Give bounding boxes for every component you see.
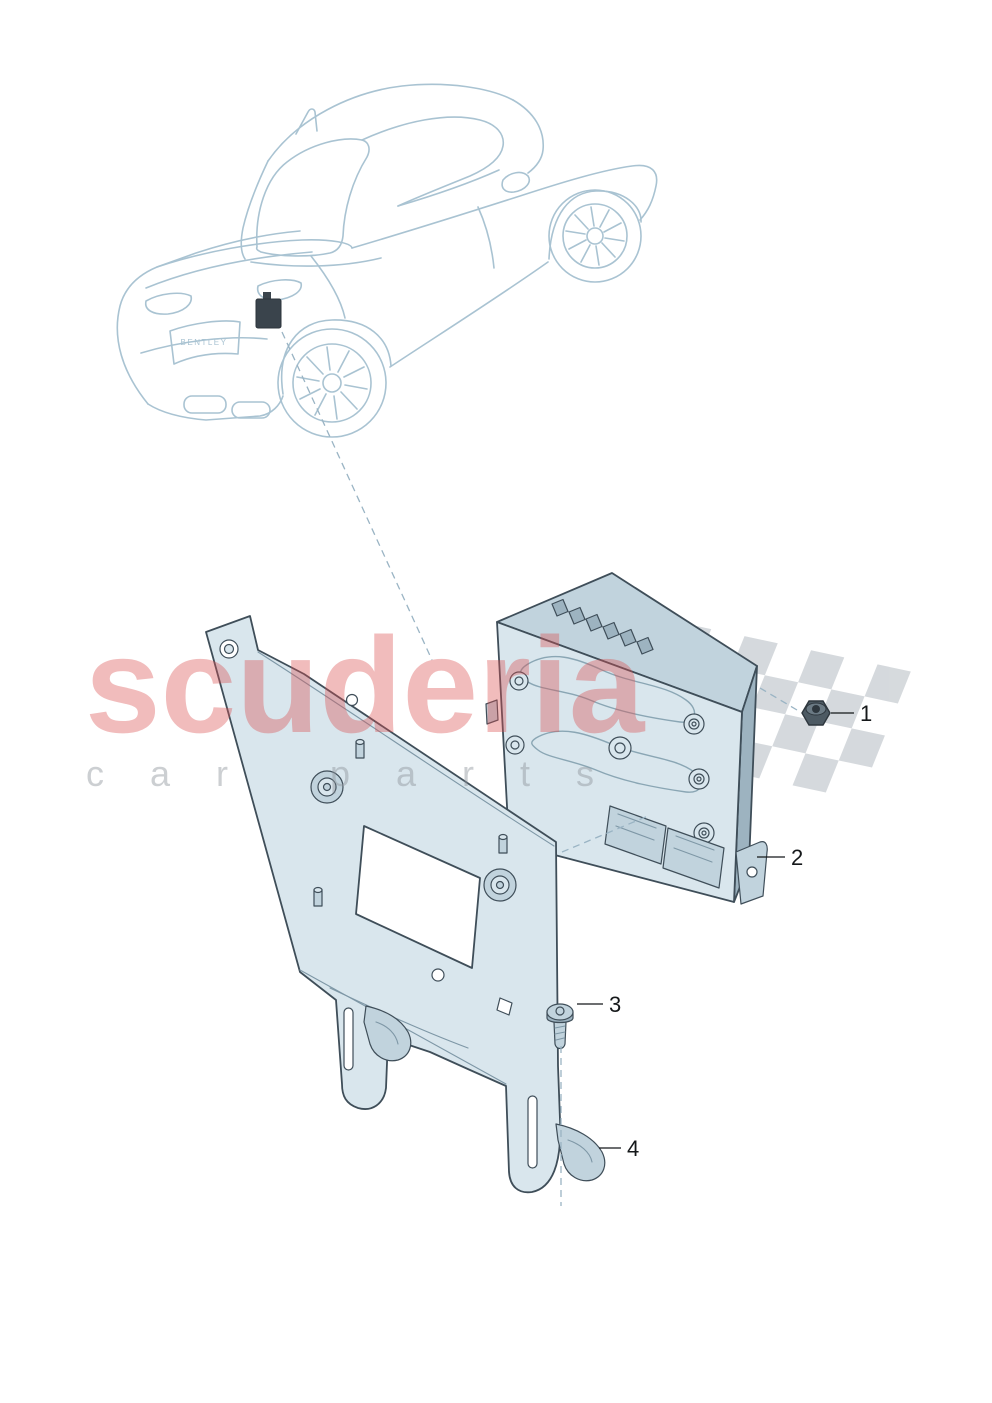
callout-label-1: 1 xyxy=(860,701,872,726)
bracket-center-cutout xyxy=(355,825,481,969)
module-connector-fins xyxy=(551,598,654,655)
bracket-right-hook xyxy=(555,1123,606,1182)
watermark-subtitle: car parts xyxy=(86,753,640,794)
control-module-part xyxy=(485,572,768,905)
bracket-boss-lower xyxy=(483,868,517,902)
callout-label-3: 3 xyxy=(609,992,621,1017)
component-location-marker xyxy=(255,292,282,329)
bracket-left-slot xyxy=(343,1007,354,1071)
callout-2: 2 xyxy=(757,845,803,870)
bracket-studs xyxy=(313,738,508,907)
watermark-text: scuderia car parts xyxy=(85,609,646,794)
front-wheel xyxy=(548,189,642,283)
leader-lines-dashed xyxy=(281,331,798,1206)
hex-nut-part xyxy=(801,700,831,726)
rear-wheel xyxy=(277,328,387,438)
car-illustration: BENTLEY xyxy=(116,83,658,438)
car-body xyxy=(116,83,658,421)
callout-label-2: 2 xyxy=(791,845,803,870)
bracket-right-slot xyxy=(527,1095,538,1169)
bracket-boss-upper xyxy=(310,770,344,804)
screw-part xyxy=(546,1003,574,1050)
callout-label-4: 4 xyxy=(627,1136,639,1161)
mounting-bracket-part xyxy=(205,615,606,1194)
callout-3: 3 xyxy=(577,992,621,1017)
leader-car-to-parts xyxy=(281,331,433,661)
bracket-left-hook xyxy=(363,1005,412,1062)
vehicle-badge-text: BENTLEY xyxy=(181,338,228,347)
module-screw-bosses xyxy=(505,671,715,844)
callout-1: 1 xyxy=(831,701,872,726)
leader-bracket-to-module xyxy=(561,815,649,853)
callout-4: 4 xyxy=(599,1136,639,1161)
watermark-brand: scuderia xyxy=(85,609,646,761)
module-connector-sockets xyxy=(604,805,725,889)
module-mounting-flange xyxy=(735,841,768,905)
